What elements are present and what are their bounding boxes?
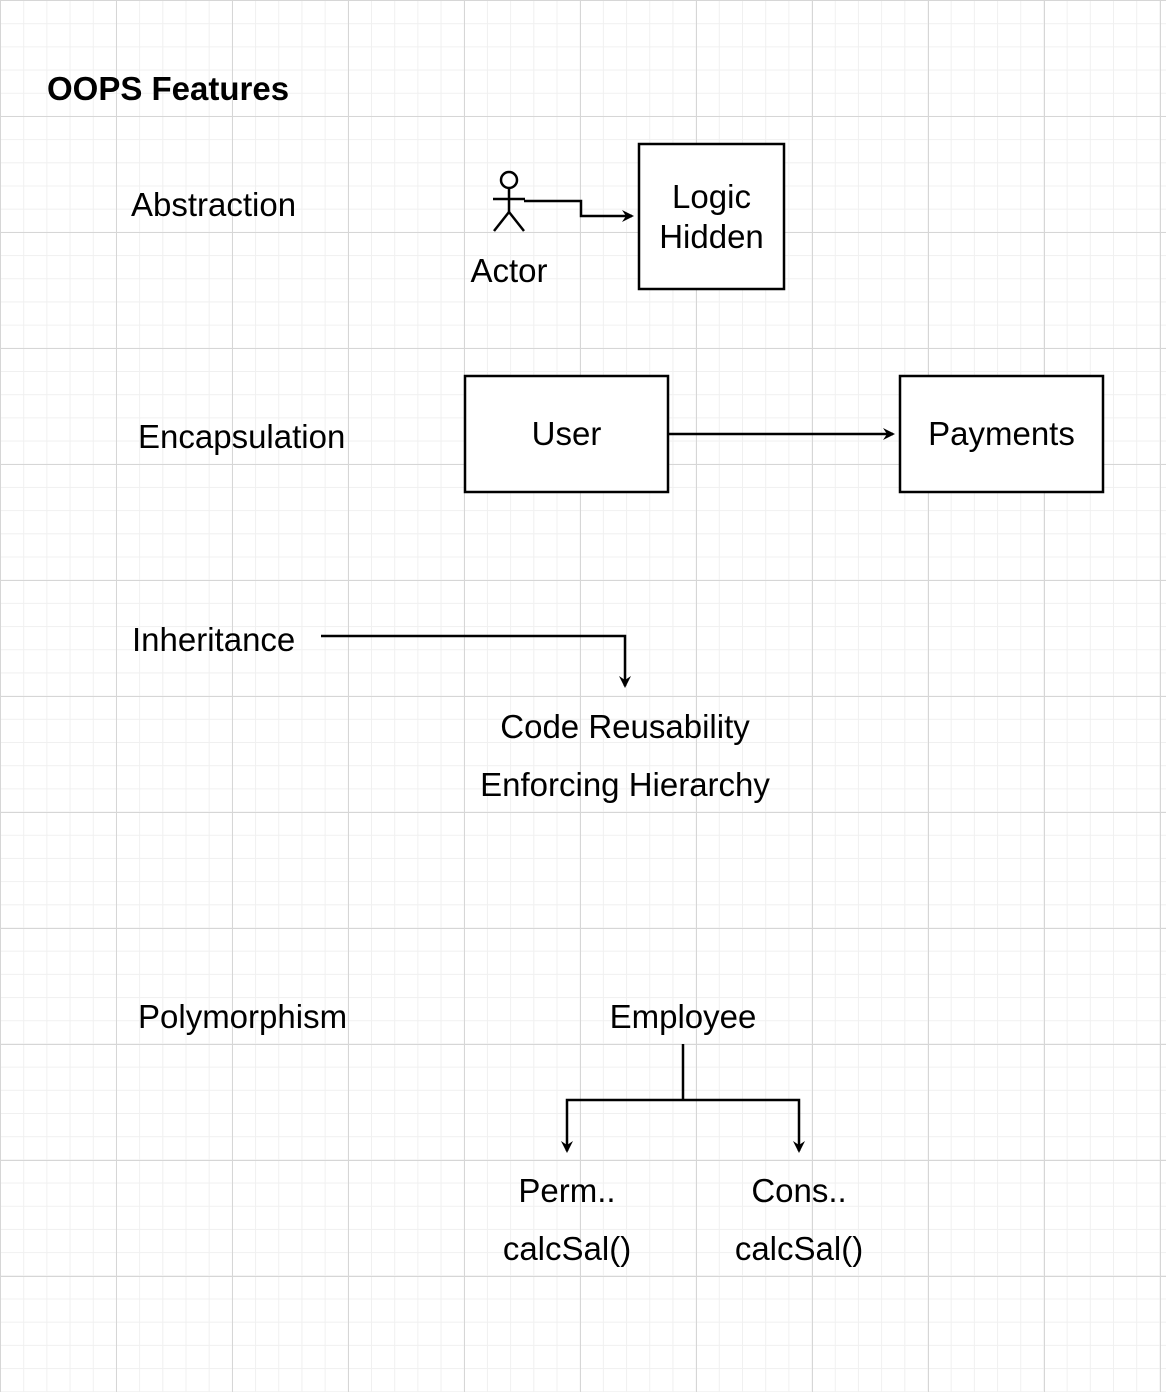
actor-label: Actor [470, 252, 548, 289]
inheritance-label: Inheritance [132, 621, 296, 658]
user-box-label: User [531, 415, 602, 453]
encapsulation-label: Encapsulation [138, 418, 346, 455]
logic-hidden-line-1: Logic [672, 177, 751, 215]
logic-hidden-box[interactable] [637, 142, 786, 291]
user-box[interactable] [463, 374, 670, 494]
inheritance-connector[interactable] [321, 634, 631, 688]
logic-hidden-label: Logic Hidden [639, 144, 784, 289]
perm-method-label: calcSal() [502, 1230, 632, 1267]
enforcing-hierarchy-text: Enforcing Hierarchy [480, 766, 770, 803]
cons-method-label: calcSal() [734, 1230, 864, 1267]
payments-box[interactable] [898, 374, 1105, 494]
abstraction-connector[interactable] [524, 199, 634, 222]
employee-label: Employee [609, 998, 757, 1035]
actor-figure[interactable] [493, 170, 525, 232]
abstraction-label: Abstraction [131, 186, 297, 223]
payments-box-label: Payments [928, 415, 1075, 453]
polymorphism-connectors[interactable] [561, 1044, 805, 1153]
perm-label: Perm.. [518, 1172, 616, 1209]
cons-label: Cons.. [751, 1172, 847, 1209]
page-title: OOPS Features [47, 70, 290, 107]
polymorphism-label: Polymorphism [138, 998, 348, 1035]
logic-hidden-line-2: Hidden [659, 217, 764, 255]
code-reusability-text: Code Reusability [500, 708, 750, 745]
